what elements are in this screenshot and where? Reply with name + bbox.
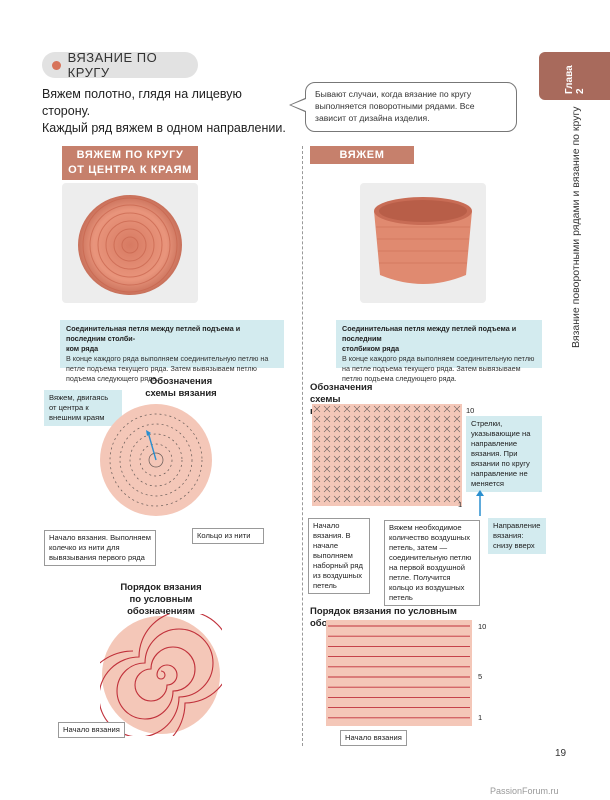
section-title: ВЯЗАНИЕ ПО КРУГУ	[42, 50, 198, 80]
row-number-10: 10	[466, 406, 475, 415]
left-note-title-2: ком ряда	[66, 344, 99, 353]
left-order-line-2: по условным обозначениям	[127, 594, 195, 617]
ring-label: Кольцо из нити	[192, 528, 264, 544]
knit-direction-label: Направление вязания: снизу вверх	[488, 518, 546, 554]
page-number: 19	[555, 748, 567, 759]
left-note-title-1: Соединительная петля между петлей подъем…	[66, 324, 241, 343]
column-divider	[302, 146, 303, 746]
left-legend-heading: Обозначения схемы вязания	[126, 376, 236, 400]
intro-text: Вяжем полотно, глядя на лицевую сторону.…	[42, 86, 292, 137]
left-title-line-1: ВЯЖЕМ ПО КРУГУ	[76, 149, 184, 161]
right-column-title: ВЯЖЕМ ЦИЛИНДР	[310, 146, 414, 179]
cylinder-chart	[312, 404, 462, 506]
right-legend-line-1: Обозначения	[310, 382, 373, 393]
chain-count-label: Вяжем необходимое количество воздушных п…	[384, 520, 480, 606]
section-title-text: ВЯЗАНИЕ ПО КРУГУ	[67, 50, 158, 80]
crochet-disc-photo	[62, 183, 198, 303]
right-order-start-label: Начало вязания	[340, 730, 407, 746]
right-start-label: Начало вязания. В начале выполняем набор…	[308, 518, 370, 594]
intro-line-1: Вяжем полотно, глядя на лицевую сторону.	[42, 87, 242, 118]
chapter-title: Вязание поворотными рядами и вязание по …	[570, 106, 582, 348]
intro-line-2: Каждый ряд вяжем в одном направлении.	[42, 121, 286, 135]
right-note: Соединительная петля между петлей подъем…	[336, 320, 542, 383]
left-direction-label: Вяжем, двигаясь от центра к внешним края…	[44, 390, 122, 426]
left-note-text: В конце каждого ряда выполняем соедините…	[66, 354, 269, 383]
left-note: Соединительная петля между петлей подъем…	[60, 320, 284, 383]
row-number-1: 1	[458, 500, 463, 509]
crochet-cylinder-photo	[360, 183, 486, 303]
arrows-label: Стрелки, указывающие на направление вяза…	[466, 416, 542, 492]
left-start-label: Начало вязания. Выполняем колечко из нит…	[44, 530, 156, 566]
left-column-title: ВЯЖЕМ ПО КРУГУ ОТ ЦЕНТРА К КРАЯМ	[62, 146, 198, 180]
watermark: PassionForum.ru	[490, 786, 559, 796]
left-legend-line-1: Обозначения	[149, 376, 213, 387]
chapter-tab	[539, 52, 610, 100]
order-row-5: 5	[478, 672, 483, 681]
order-row-10: 10	[478, 622, 487, 631]
left-order-line-1: Порядок вязания	[120, 582, 202, 593]
spiral-diagram	[80, 610, 232, 756]
left-order-heading: Порядок вязания по условным обозначениям	[98, 582, 224, 618]
up-arrow-icon	[474, 490, 486, 516]
speech-tail-fill	[291, 99, 306, 111]
left-title-line-2: ОТ ЦЕНТРА К КРАЯМ	[68, 164, 192, 176]
right-note-text: В конце каждого ряда выполняем соедините…	[342, 354, 535, 383]
speech-bubble: Бывают случаи, когда вязание по кругу вы…	[305, 82, 517, 132]
rows-diagram	[326, 620, 472, 726]
left-legend-line-2: схемы вязания	[145, 388, 217, 399]
order-row-1: 1	[478, 713, 483, 722]
bullet-dot-icon	[52, 60, 61, 70]
left-order-start-label: Начало вязания	[58, 722, 125, 738]
round-chart	[98, 402, 214, 518]
chapter-label: Глава 2	[564, 65, 586, 94]
right-note-title-1: Соединительная петля между петлей подъем…	[342, 324, 517, 343]
right-note-title-2: столбиком ряда	[342, 344, 400, 353]
